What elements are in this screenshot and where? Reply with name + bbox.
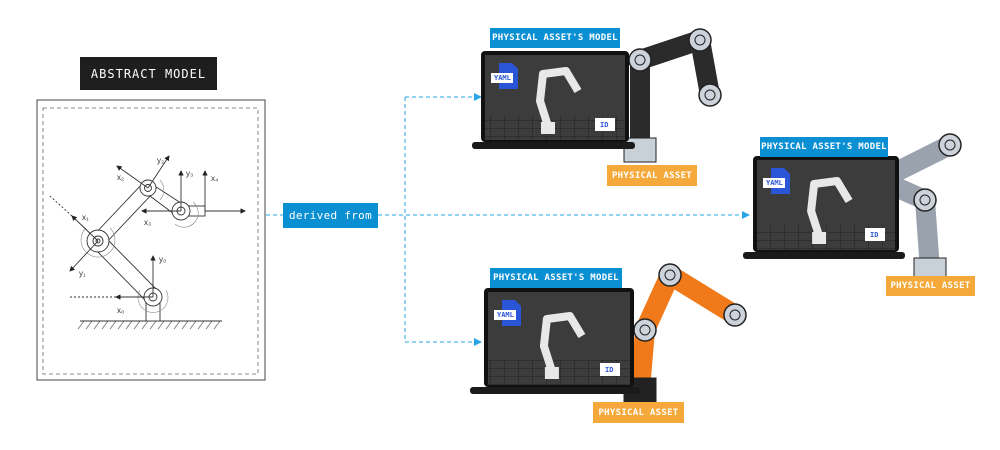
virtual-robot-model — [807, 177, 853, 238]
svg-text:ID: ID — [605, 366, 613, 374]
svg-text:YAML: YAML — [766, 179, 783, 187]
label-x4: x₄ — [211, 174, 218, 183]
model-label-1: PHYSICAL ASSET'S MODEL — [490, 28, 620, 48]
label-y1: y₁ — [79, 269, 86, 278]
label-y2: y₂ — [157, 156, 164, 165]
physical-robot-arm — [623, 28, 722, 163]
label-x1: x₁ — [82, 213, 89, 222]
model-2: YAML ID — [743, 133, 962, 283]
label-x0: x₀ — [117, 306, 124, 315]
svg-text:YAML: YAML — [497, 311, 514, 319]
id-badge: ID — [600, 363, 620, 376]
laptop: YAML ID — [743, 156, 905, 259]
model-1: YAML ID — [472, 28, 722, 163]
asset-label-3: PHYSICAL ASSET — [593, 402, 684, 423]
laptop: YAML ID — [472, 51, 635, 149]
virtual-robot-model — [536, 67, 582, 128]
yaml-file-icon: YAML — [491, 63, 518, 89]
derived-from-connectors — [266, 93, 750, 346]
abstract-model-title: ABSTRACT MODEL — [80, 57, 217, 90]
physical-robot-arm — [623, 263, 747, 403]
svg-text:ID: ID — [870, 231, 878, 239]
model-label-3: PHYSICAL ASSET'S MODEL — [490, 268, 622, 288]
label-y0: y₀ — [159, 255, 166, 264]
abstract-model-frame — [36, 99, 266, 381]
id-badge: ID — [595, 118, 615, 131]
yaml-file-icon: YAML — [763, 168, 790, 194]
asset-label-1: PHYSICAL ASSET — [607, 165, 697, 186]
asset-label-2: PHYSICAL ASSET — [886, 276, 975, 296]
svg-text:ID: ID — [600, 121, 608, 129]
label-y3: y₃ — [186, 169, 193, 178]
frame-labels: x₀ y₀ x₁ y₁ x₂ y₂ x₃ y₃ x₄ — [79, 156, 218, 315]
derived-from-label: derived from — [283, 203, 378, 228]
laptop: YAML ID — [470, 288, 640, 394]
model-label-2: PHYSICAL ASSET'S MODEL — [760, 137, 888, 157]
label-x2: x₂ — [117, 173, 124, 182]
model-3: YAML ID — [470, 263, 747, 403]
virtual-robot-model — [539, 312, 586, 373]
yaml-file-icon: YAML — [494, 300, 521, 326]
label-x3: x₃ — [144, 218, 151, 227]
kinematic-diagram — [49, 155, 246, 330]
id-badge: ID — [865, 228, 885, 241]
svg-text:YAML: YAML — [494, 74, 511, 82]
